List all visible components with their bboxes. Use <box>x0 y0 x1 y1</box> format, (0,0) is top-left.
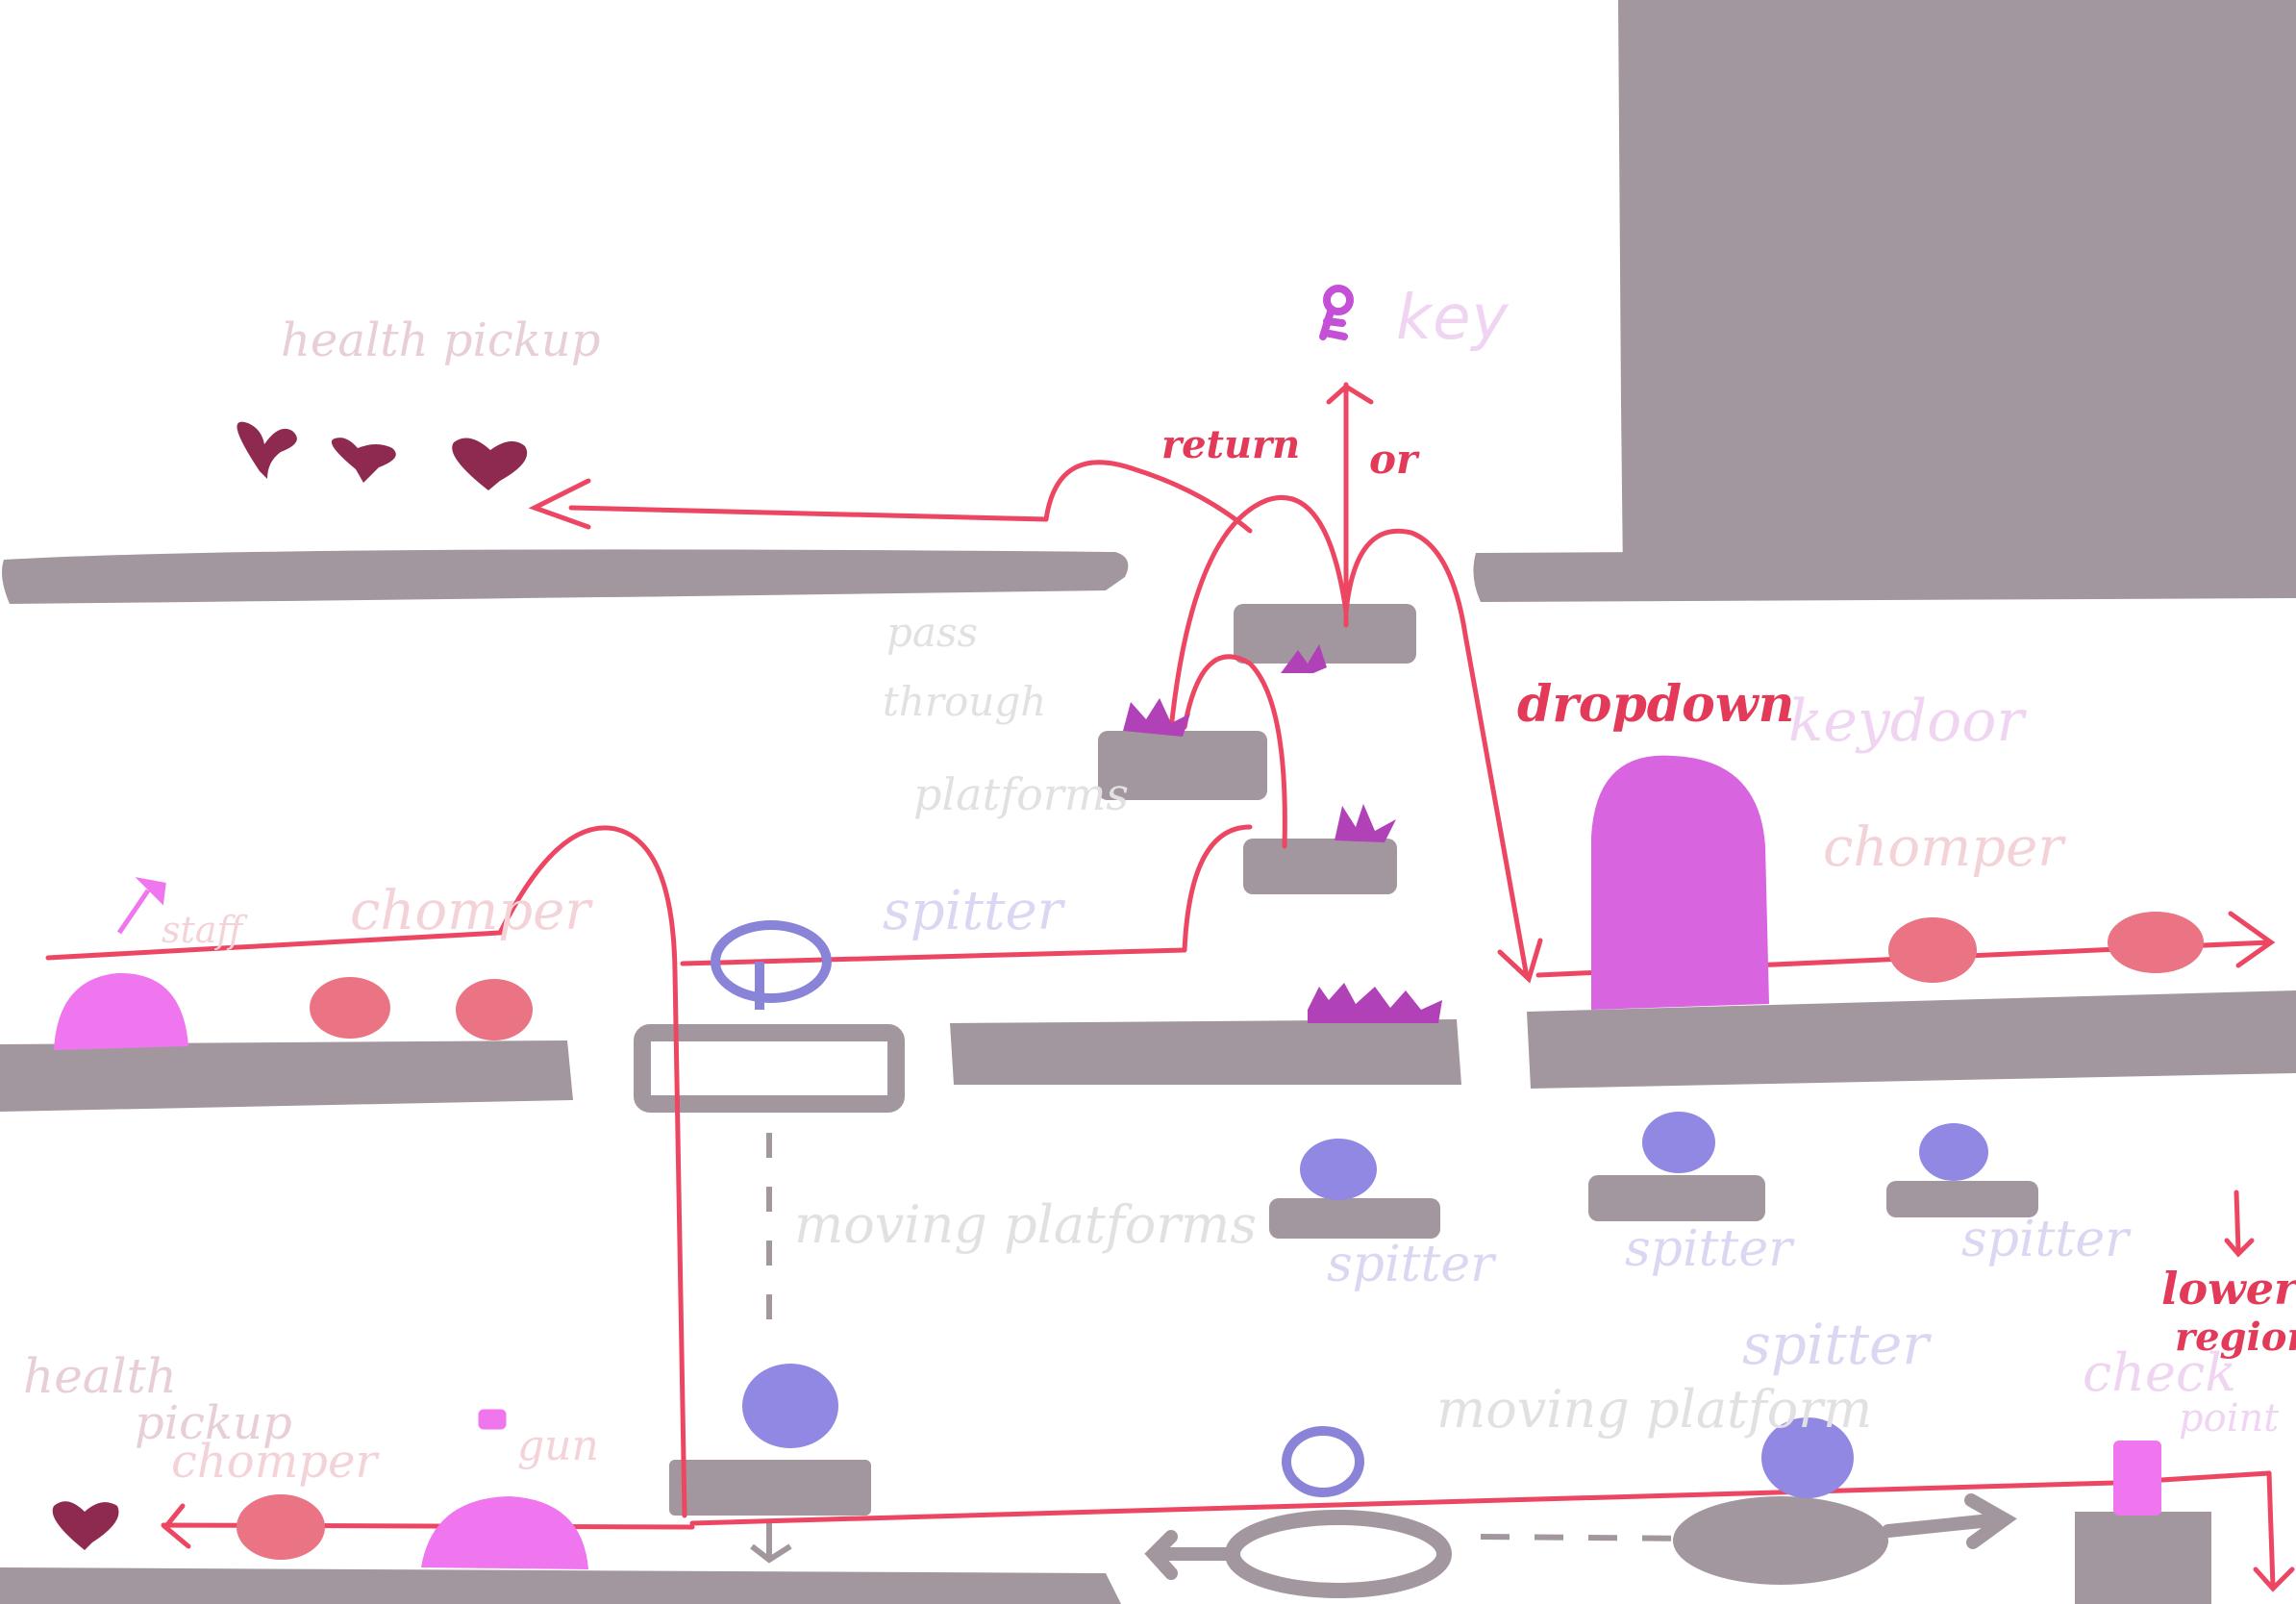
label-spitter-c: spitter <box>1961 1211 2132 1268</box>
checkpoint-marker <box>2113 1441 2161 1516</box>
spitter-ledge-3 <box>1886 1181 2038 1217</box>
label-region: region <box>2175 1315 2296 1360</box>
key-icon <box>1319 285 1354 340</box>
pickup-domes <box>54 972 2161 1569</box>
label-spitter-mid: spitter <box>883 880 1066 942</box>
label-platforms: platforms <box>913 768 1129 820</box>
moving-platform-left-base <box>669 1460 871 1516</box>
dashed-path-horizontal <box>1480 1534 1693 1541</box>
label-health: health <box>23 1348 177 1404</box>
wall-block <box>1618 0 2296 579</box>
label-spitter-a: spitter <box>1327 1236 1497 1293</box>
platform-top-right <box>1473 548 2296 602</box>
platform-mid-left <box>0 1040 573 1112</box>
label-lower: lower <box>2161 1263 2296 1315</box>
chomper <box>237 1494 325 1560</box>
chomper <box>310 977 390 1039</box>
key-icon-ring <box>1323 285 1354 315</box>
spitter <box>1761 1417 1854 1498</box>
step-platform-low <box>1243 839 1397 894</box>
spitter-ledge-2 <box>1588 1175 1765 1221</box>
chomper <box>1888 917 1977 983</box>
label-pass: pass <box>886 609 978 656</box>
route-top-return <box>528 478 1049 530</box>
chomper <box>456 979 533 1040</box>
route-lower-region <box>2253 1470 2295 1592</box>
spitter <box>1642 1112 1715 1173</box>
labels: health pickup key return or pass through… <box>23 283 2296 1489</box>
label-point: point <box>2179 1396 2280 1441</box>
spitter <box>1300 1139 1377 1200</box>
chomper <box>2108 912 2204 973</box>
label-chomper-bottom: chomper <box>171 1435 380 1489</box>
platform-mid-right <box>1527 990 2296 1089</box>
label-chomper-left: chomper <box>350 880 593 942</box>
step-platform-upper <box>1234 604 1416 664</box>
route-lower-region-small <box>2224 1190 2255 1258</box>
moving-platform-outline-top <box>634 1024 905 1113</box>
heart-icons <box>52 421 528 1550</box>
label-or: or <box>1369 436 1420 483</box>
route-left-arc <box>45 825 687 1518</box>
staff-icon <box>116 877 166 935</box>
gun-pickup-dome <box>421 1496 588 1569</box>
plant-hazards <box>1123 644 1442 1023</box>
heart-icon <box>52 1501 119 1550</box>
label-chomper-right: chomper <box>1823 816 2066 879</box>
label-moving-platform: moving platform <box>1436 1379 1872 1440</box>
platform-mid-center <box>950 1019 1461 1085</box>
moving-platform-outlines <box>634 1024 2017 1598</box>
label-gun: gun <box>517 1421 599 1470</box>
plant-icon <box>1281 644 1327 673</box>
spitter-outlines <box>711 920 1364 1497</box>
chompers <box>237 912 2204 1560</box>
spitter <box>742 1364 838 1448</box>
step-platform-mid <box>1098 731 1267 800</box>
keydoor <box>1591 755 1769 1010</box>
spitter <box>1919 1123 1988 1181</box>
moving-platform-track-right <box>1882 1493 2017 1549</box>
label-health-pickup-top: health pickup <box>281 313 600 367</box>
small-icons <box>116 877 507 1430</box>
route-arc-return <box>1043 460 1253 534</box>
label-staff: staff <box>162 909 248 951</box>
plant-icon <box>1335 804 1396 842</box>
route-bottom-right <box>689 1470 2272 1526</box>
ground-bottom-left <box>0 1567 1121 1604</box>
moving-platform-ellipse-right <box>1673 1496 1888 1585</box>
spitters <box>742 1112 1988 1498</box>
label-spitter-b: spitter <box>1625 1220 1795 1278</box>
heart-icon <box>331 438 396 483</box>
label-key: key <box>1396 283 1509 354</box>
route-arc-right <box>1343 528 1543 984</box>
label-spitter-d: spitter <box>1742 1312 1932 1377</box>
heart-icon <box>452 438 528 490</box>
label-keydoor: keydoor <box>1788 688 2027 755</box>
spitter-ledge-1 <box>1269 1198 1440 1239</box>
label-pickup: pickup <box>135 1396 292 1450</box>
route-arcs-steps <box>680 494 1349 966</box>
label-through: through <box>883 678 1046 725</box>
spitter-outline <box>711 920 832 1003</box>
label-moving-platforms: moving platforms <box>794 1194 1257 1255</box>
staff-pickup-dome <box>54 972 188 1050</box>
down-arrow-small <box>750 1523 792 1564</box>
key-icon-shaft <box>1319 308 1348 340</box>
moving-platform-track-left <box>1144 1530 1239 1580</box>
label-dropdown: dropdown <box>1517 675 1794 734</box>
platform-top-left <box>2 549 1129 604</box>
checkpoint-pedestal <box>2075 1512 2211 1604</box>
heart-icon <box>237 421 297 479</box>
gun-icon <box>478 1409 507 1430</box>
spitter-outline <box>1282 1426 1364 1497</box>
label-check: check <box>2083 1342 2236 1403</box>
route-up-key <box>1326 382 1374 628</box>
plant-icon <box>1123 698 1190 737</box>
plant-icon <box>1308 983 1442 1023</box>
moving-platform-outline-bottom <box>1225 1510 1452 1598</box>
label-return: return <box>1161 422 1300 467</box>
